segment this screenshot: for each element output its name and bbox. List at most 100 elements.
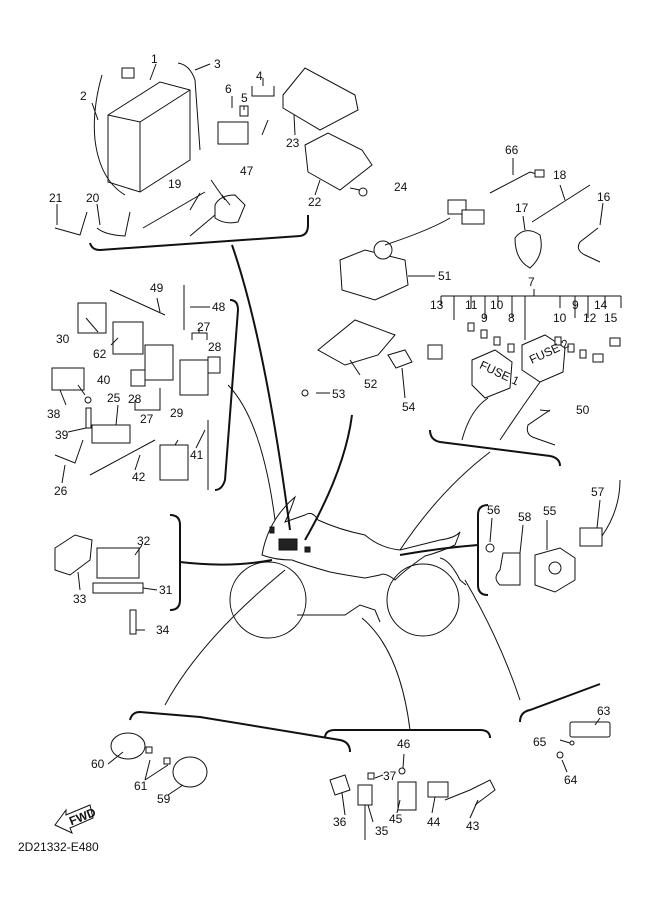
leader-horns [164,569,286,706]
fuse-block-2 [521,334,566,383]
switch-35 [357,784,373,806]
callout: 21 [49,191,63,205]
callout: 48 [212,300,226,314]
battery [107,67,191,193]
callout: 54 [402,400,416,414]
callout: 51 [438,269,452,283]
fuse-9a [480,329,488,339]
relay-27a [144,344,174,381]
callout: 35 [375,824,389,838]
cover-23 [282,67,359,131]
callout: 40 [97,373,111,387]
callout: 39 [55,428,69,442]
bolt-34 [129,609,137,635]
bolt-61b [163,757,171,765]
fwd-arrow-icon: FWD [54,804,98,834]
callout: 63 [597,704,611,718]
callout: 28 [208,340,222,354]
callout: 10 [490,298,504,312]
fuse-box-cap [373,240,393,260]
bracket-44 [427,781,449,798]
callout: 9 [481,311,488,325]
callout: 33 [73,592,87,606]
nut-24 [358,187,368,197]
fuse-14 [592,353,604,363]
callout: 19 [168,177,182,191]
callout: 15 [604,311,618,325]
fuse-12 [579,349,587,359]
reflector-63 [569,721,611,738]
callout: 32 [137,534,151,548]
battery-band [142,191,206,229]
callout: 27 [140,412,154,426]
bracket-4 [251,78,275,97]
band-49 [109,289,166,316]
plate-45 [397,781,417,811]
callout: 3 [214,57,221,71]
sensor-38 [51,367,85,391]
callout: 6 [225,82,232,96]
relay-25 [91,424,131,444]
callout: 25 [107,391,121,405]
leader-fuse-box [304,414,353,541]
bolt-37 [367,772,375,780]
callout: 50 [576,403,590,417]
callout: 7 [528,275,535,289]
fwd-label: FWD [67,805,98,828]
callout: 31 [159,583,173,597]
callout: 42 [132,470,146,484]
callout: 38 [47,407,61,421]
leader-battery [231,244,291,531]
callout: 1 [151,52,158,66]
holder-13 [427,344,443,360]
lever-36 [329,774,351,796]
bolt-39 [85,407,92,429]
callout-labels: 1 2 3 4 5 6 7 8 9 9 10 10 11 12 13 14 15… [47,52,618,838]
bolt-56 [485,543,495,553]
callout: 23 [286,136,300,150]
callout: 11 [465,298,478,312]
connector-66 [534,169,545,178]
horn-60 [110,732,146,760]
callout: 60 [91,757,105,771]
fuse-15 [609,337,621,347]
lead-26 [54,439,84,464]
callout: 5 [241,91,248,105]
group-frame-relays [214,299,240,491]
callout: 17 [515,201,529,215]
horn-59 [172,756,208,788]
callout: 28 [128,392,142,406]
callout: 52 [364,377,378,391]
callout: 44 [427,815,441,829]
battery-cable [177,62,201,151]
callout: 58 [518,510,532,524]
callout: 16 [597,190,611,204]
callout: 47 [240,164,254,178]
callout: 61 [134,779,148,793]
callout: 62 [93,347,107,361]
callout: 59 [157,792,171,806]
callout: 46 [397,737,411,751]
fuse-block-1 [471,349,513,399]
leader-relays [227,384,276,521]
fuse-8 [507,343,515,353]
drawing-code: 2D21332-E480 [18,840,99,854]
band-18 [531,184,591,223]
nut-64 [556,751,564,759]
group-frame-brake [324,729,491,739]
fuse-box-cover-51 [339,249,409,301]
fuse-11 [467,322,475,332]
callout: 13 [430,298,444,312]
lead-16 [577,227,601,263]
bracket-58 [495,552,521,586]
group-frame-battery [89,215,309,252]
bracket-52 [317,319,396,366]
callout: 12 [583,311,597,325]
lead-66 [489,171,541,194]
callout: 29 [170,406,184,420]
washer-40 [84,396,92,404]
relay-27b [179,359,209,396]
clip-54 [387,349,413,369]
cdi-unit-22 [304,132,373,191]
